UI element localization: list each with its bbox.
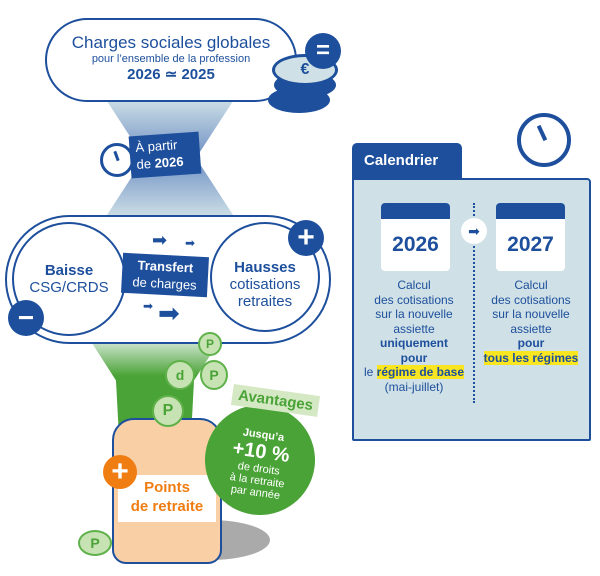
calendar-right-text: Calcul des cotisations sur la nouvelle a… [475, 278, 587, 365]
calendar-2027: 2027 [496, 203, 565, 271]
text-line: Calcul [397, 278, 431, 292]
timing-year: 2026 [154, 153, 185, 171]
text-line: assiette [510, 321, 552, 336]
calendar-2026: 2026 [381, 203, 450, 271]
arrows-icon: ➡ [158, 298, 180, 328]
text-prefix: le [363, 365, 377, 379]
jar-line1: Points [144, 479, 190, 496]
point-coin-icon: P [152, 395, 184, 427]
text-bold: uniquement [380, 336, 448, 350]
clock-icon [517, 113, 571, 167]
highlight-all: tous les régimes [483, 350, 579, 365]
text-bold: pour [517, 336, 545, 350]
increase-line1: cotisations [229, 275, 301, 293]
highlight-base: régime de base [376, 365, 465, 379]
text-line: sur la nouvelle [375, 307, 453, 321]
calendar-left-text: Calcul des cotisations sur la nouvelle a… [358, 278, 470, 394]
header-subtitle: pour l’ensemble de la profession [91, 53, 251, 65]
point-coin-icon: P [78, 530, 112, 556]
decrease-title: Baisse [44, 262, 94, 279]
increase-circle: Hausses cotisations retraites [210, 222, 320, 332]
orange-plus-icon: + [103, 455, 137, 489]
text-line: des cotisations [491, 292, 571, 307]
text-line: Calcul [514, 278, 548, 292]
minus-icon: − [8, 300, 44, 336]
plus-icon: + [288, 220, 324, 256]
header-comparison: 2026 ≃ 2025 [127, 66, 215, 83]
timing-label: À partir de 2026 [128, 131, 202, 179]
text-line: des cotisations [374, 292, 454, 307]
global-charges-box: Charges sociales globales pour l’ensembl… [45, 18, 297, 102]
arrows-icon: ➡ [152, 230, 168, 250]
transfer-line1: Transfert [137, 257, 194, 276]
euro-coins-icon: € [268, 52, 338, 117]
text-note: (mai-juillet) [384, 379, 444, 394]
equals-icon: = [305, 33, 341, 69]
euro-symbol: € [272, 54, 338, 86]
divider [473, 203, 475, 403]
text-line: assiette [393, 321, 435, 336]
text-line: sur la nouvelle [492, 307, 570, 321]
timing-prefix: de [136, 155, 156, 172]
calendar-tab: Calendrier [352, 143, 462, 179]
transfer-label: Transfert de charges [121, 252, 209, 298]
arrow-right-icon: ➡ [461, 218, 487, 244]
year-2026: 2026 [392, 233, 439, 256]
year-2027: 2027 [507, 233, 554, 256]
point-coin-icon: P [200, 360, 228, 390]
arrows-icon: ➡ [185, 236, 196, 250]
increase-line2: retraites [237, 292, 293, 310]
transfer-line2: de charges [132, 274, 198, 293]
increase-title: Hausses [234, 258, 296, 276]
jar-line2: de retraite [130, 498, 204, 515]
point-coin-icon: P [198, 332, 222, 356]
text-bold: pour [400, 350, 428, 365]
header-title: Charges sociales globales [71, 33, 271, 52]
decrease-subtitle: CSG/CRDS [29, 279, 109, 296]
jar-label: Points de retraite [118, 475, 216, 522]
arrows-icon: ➡ [143, 299, 154, 313]
point-coin-icon: d [165, 360, 195, 390]
